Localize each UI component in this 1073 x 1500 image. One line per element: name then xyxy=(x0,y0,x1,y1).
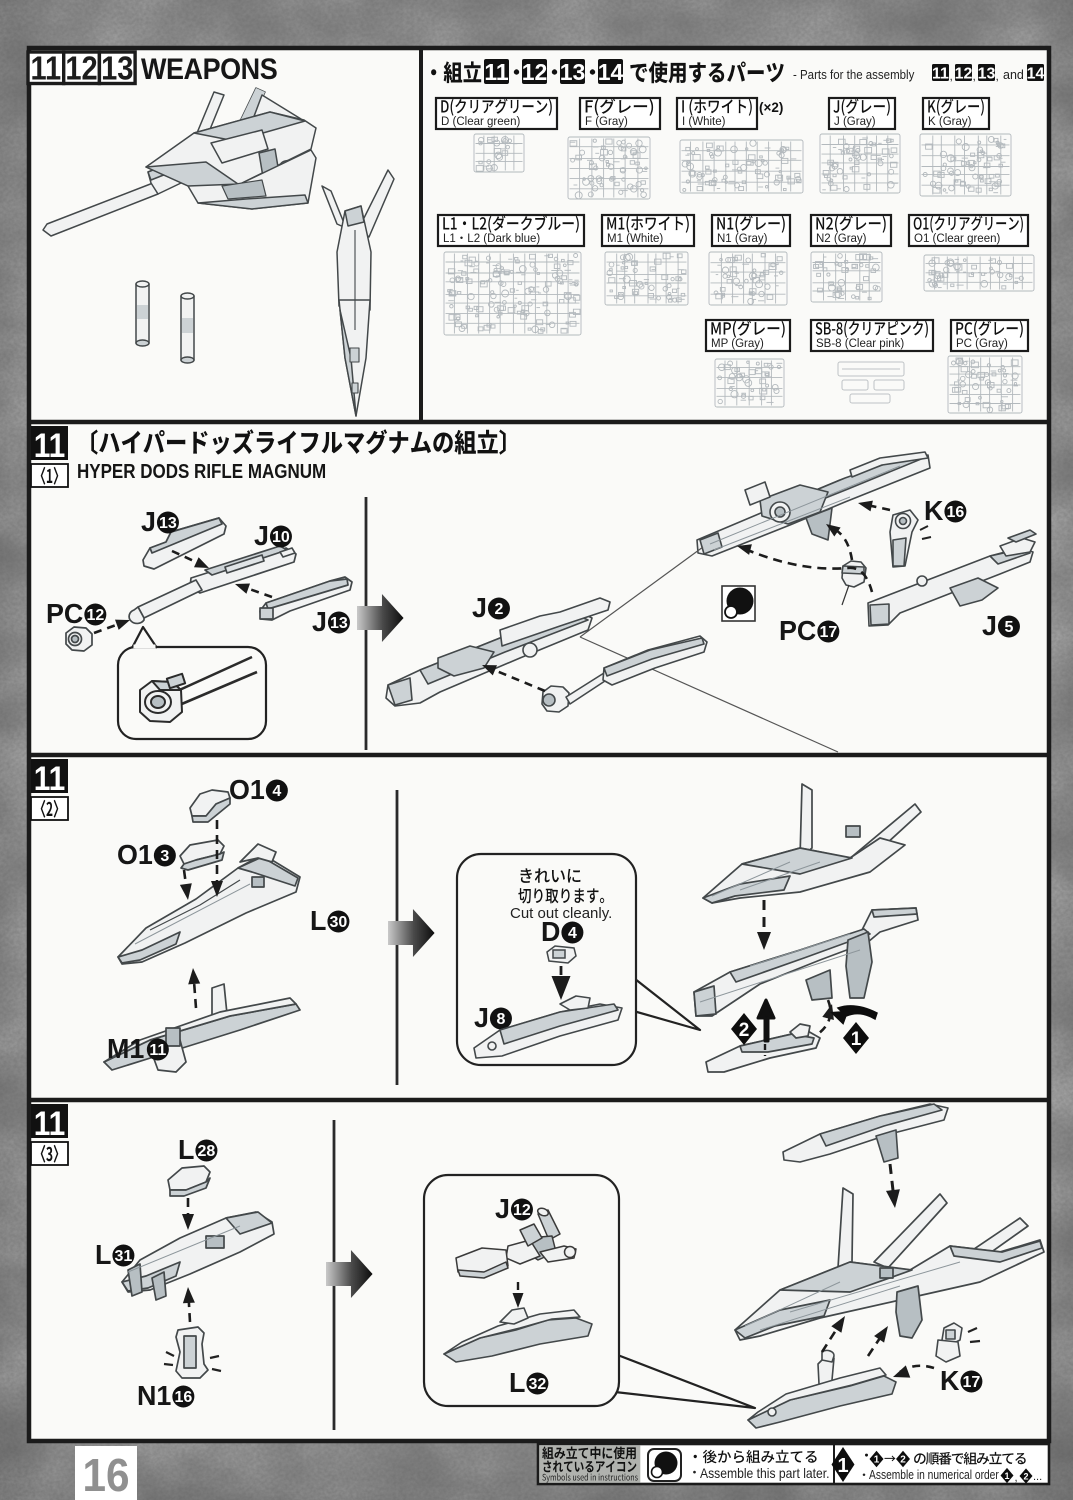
svg-text:N1 (Gray): N1 (Gray) xyxy=(717,232,768,245)
svg-text:...: ... xyxy=(1033,1471,1042,1483)
svg-text:K (Gray): K (Gray) xyxy=(928,115,972,128)
svg-text:F (Gray): F (Gray) xyxy=(585,115,628,128)
svg-text:J: J xyxy=(254,519,269,551)
svg-text:,: , xyxy=(950,69,953,83)
svg-text:L: L xyxy=(178,1133,194,1165)
svg-text:D (Clear green): D (Clear green) xyxy=(441,115,520,128)
svg-text:13: 13 xyxy=(159,515,177,532)
svg-text:13: 13 xyxy=(560,59,586,85)
svg-text:3: 3 xyxy=(160,848,169,865)
svg-text:N2 (Gray): N2 (Gray) xyxy=(816,232,867,245)
svg-text:K: K xyxy=(924,494,944,526)
svg-text:PC: PC xyxy=(46,597,84,629)
svg-text:PC: PC xyxy=(779,614,817,646)
svg-text:J: J xyxy=(495,1192,510,1224)
svg-text:PC (Gray): PC (Gray) xyxy=(956,337,1008,350)
svg-text:Assemble in numerical order: Assemble in numerical order xyxy=(869,1469,999,1482)
svg-text:2: 2 xyxy=(739,1020,750,1041)
svg-text:16: 16 xyxy=(174,1389,192,1406)
svg-text:16: 16 xyxy=(82,1450,129,1500)
svg-text:4: 4 xyxy=(272,783,281,800)
svg-text:,: , xyxy=(973,69,976,83)
svg-text:J: J xyxy=(141,505,156,537)
svg-text:11: 11 xyxy=(149,1042,166,1059)
svg-text:11: 11 xyxy=(34,426,66,464)
svg-text:D: D xyxy=(541,915,560,947)
svg-text:17: 17 xyxy=(963,1374,981,1391)
svg-text:14: 14 xyxy=(1027,65,1045,82)
svg-text:1: 1 xyxy=(837,1455,848,1477)
svg-text:N1: N1 xyxy=(137,1379,171,1411)
svg-text:11: 11 xyxy=(34,759,66,797)
svg-text:K: K xyxy=(940,1364,960,1396)
svg-text:・: ・ xyxy=(858,1468,870,1482)
svg-text:L: L xyxy=(310,904,326,936)
svg-text:12: 12 xyxy=(86,607,104,624)
svg-text:28: 28 xyxy=(198,1143,216,1160)
svg-text:10: 10 xyxy=(272,529,290,546)
svg-text:2: 2 xyxy=(900,1455,906,1466)
svg-text:32: 32 xyxy=(529,1376,547,1393)
svg-text:2: 2 xyxy=(1023,1471,1028,1481)
svg-text:,: , xyxy=(996,69,999,83)
svg-text:- Parts for the assembly: - Parts for the assembly xyxy=(793,68,914,83)
svg-text:30: 30 xyxy=(330,914,348,931)
svg-text:11: 11 xyxy=(34,1104,66,1142)
svg-text:13: 13 xyxy=(101,50,133,87)
svg-text:・: ・ xyxy=(688,1465,701,1480)
svg-text:HYPER DODS RIFLE MAGNUM: HYPER DODS RIFLE MAGNUM xyxy=(77,460,326,483)
svg-text:J: J xyxy=(312,605,327,637)
svg-text:1: 1 xyxy=(1004,1471,1009,1481)
svg-text:Cut out cleanly.: Cut out cleanly. xyxy=(510,905,612,922)
svg-text:I (White): I (White) xyxy=(682,115,726,128)
svg-text:12: 12 xyxy=(955,65,973,82)
svg-text:M1: M1 xyxy=(107,1032,144,1064)
svg-text:MP (Gray): MP (Gray) xyxy=(711,337,764,350)
svg-text:O1 (Clear green): O1 (Clear green) xyxy=(914,232,1000,245)
svg-text:SB-8 (Clear pink): SB-8 (Clear pink) xyxy=(816,337,904,350)
svg-text:and: and xyxy=(1003,68,1024,82)
svg-text:L: L xyxy=(95,1238,111,1270)
svg-text:14: 14 xyxy=(598,59,624,85)
svg-text:1: 1 xyxy=(851,1029,862,1050)
svg-text:J: J xyxy=(474,1001,489,1033)
svg-text:12: 12 xyxy=(522,59,548,85)
svg-text:WEAPONS: WEAPONS xyxy=(141,53,277,87)
svg-text:O1: O1 xyxy=(229,773,265,805)
svg-text:1: 1 xyxy=(874,1455,880,1466)
svg-text:M1 (White): M1 (White) xyxy=(607,232,663,245)
svg-text:J: J xyxy=(982,609,997,641)
svg-text:(×2): (×2) xyxy=(759,100,783,115)
svg-text:O1: O1 xyxy=(117,838,153,870)
svg-text:16: 16 xyxy=(947,504,965,521)
svg-text:31: 31 xyxy=(115,1248,133,1265)
svg-text:J: J xyxy=(472,591,487,623)
svg-text:17: 17 xyxy=(819,624,837,641)
svg-text:J (Gray): J (Gray) xyxy=(834,115,876,128)
svg-text:12: 12 xyxy=(513,1202,531,1219)
svg-text:8: 8 xyxy=(496,1011,505,1028)
svg-text:Assemble this part later.: Assemble this part later. xyxy=(700,1465,830,1481)
svg-text:13: 13 xyxy=(978,65,996,82)
svg-text:12: 12 xyxy=(65,50,97,87)
svg-text:2: 2 xyxy=(494,601,503,618)
svg-text:11: 11 xyxy=(31,50,62,87)
svg-text:11: 11 xyxy=(932,65,949,82)
svg-text:4: 4 xyxy=(568,925,577,942)
svg-text:13: 13 xyxy=(330,615,348,632)
svg-text:L1・L2 (Dark blue): L1・L2 (Dark blue) xyxy=(443,232,540,245)
svg-text:11: 11 xyxy=(484,59,509,85)
svg-text:,: , xyxy=(1015,1472,1018,1484)
svg-text:L: L xyxy=(509,1366,525,1398)
svg-text:5: 5 xyxy=(1004,619,1013,636)
